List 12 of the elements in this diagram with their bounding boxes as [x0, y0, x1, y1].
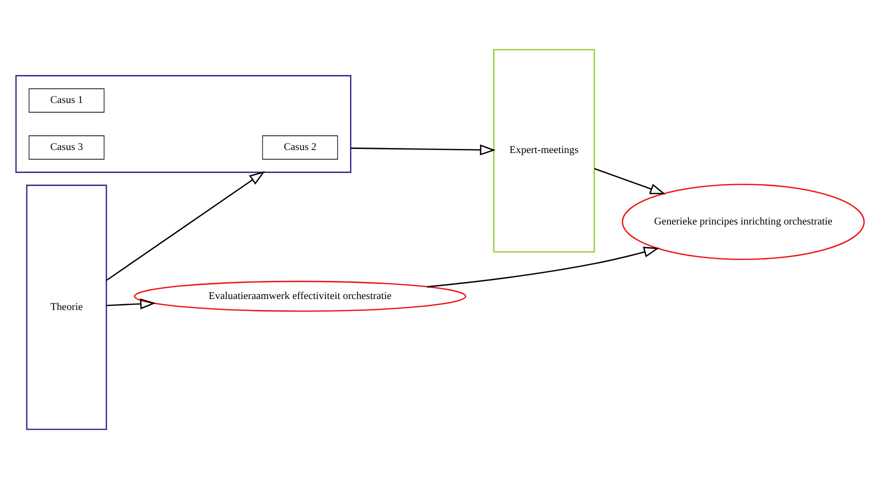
- arrow: [350, 144, 496, 155]
- node-box: Casus 1: [28, 88, 104, 112]
- arrow: [106, 298, 156, 309]
- arrow: [594, 168, 666, 194]
- arrow: [106, 170, 266, 280]
- node-box: Casus 2: [262, 134, 338, 160]
- cluster: [15, 74, 352, 172]
- node-box: Expert-meetings: [493, 48, 595, 252]
- node-ellipse: Evaluatieraamwerk effectiviteit orchestratie: [134, 280, 466, 312]
- node-box: Casus 3: [28, 134, 104, 160]
- node-box: Theorie: [26, 184, 108, 430]
- arrow: [427, 246, 660, 287]
